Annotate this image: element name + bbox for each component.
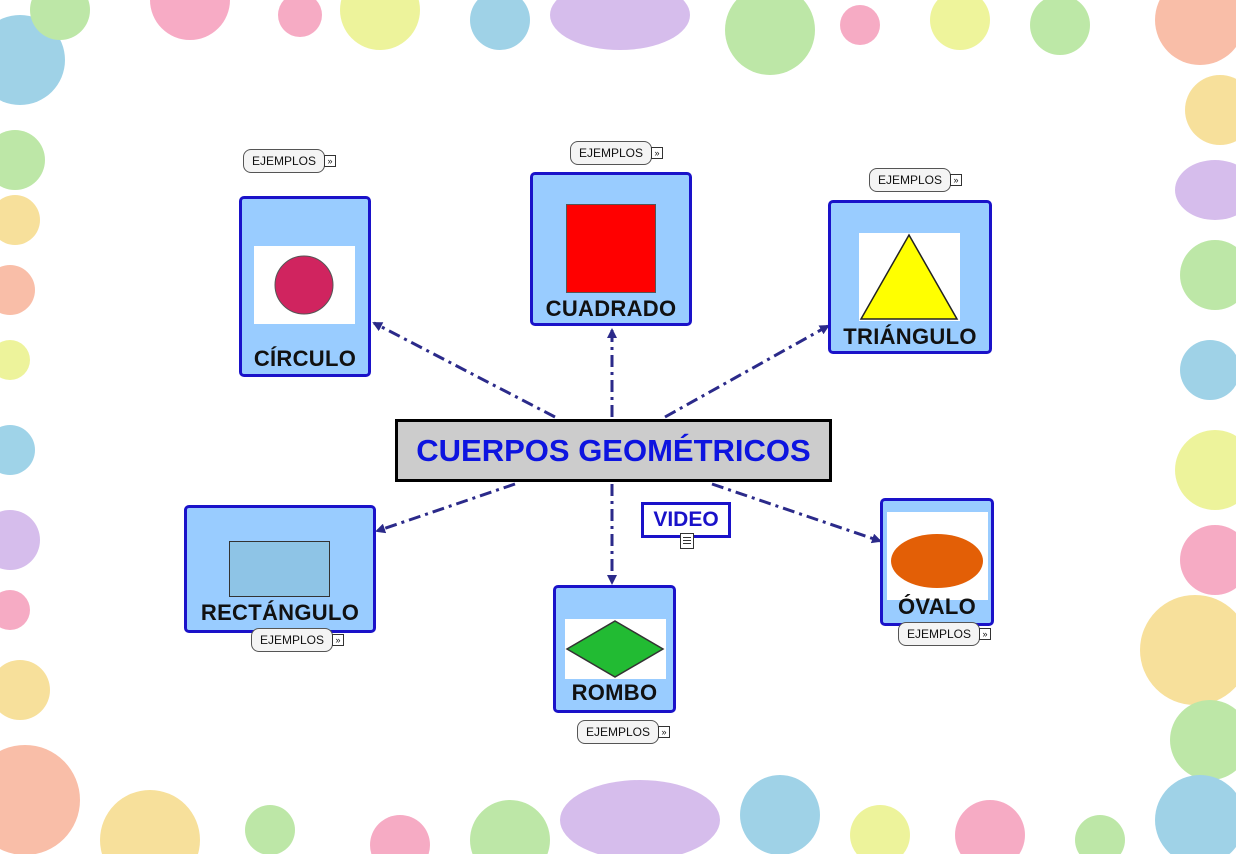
examples-label: EJEMPLOS [260,633,324,647]
rectangle-shape-image [229,541,330,597]
node-label-ovalo: ÓVALO [883,594,991,620]
expand-arrows-icon: » [658,726,670,738]
connector-rectangulo [377,484,515,531]
circle-shape-image [254,246,355,324]
node-label-rombo: ROMBO [556,680,673,706]
node-rombo[interactable]: ROMBO [553,585,676,713]
examples-link-triangulo[interactable]: EJEMPLOS » [869,168,951,192]
examples-label: EJEMPLOS [586,725,650,739]
examples-link-circulo[interactable]: EJEMPLOS » [243,149,325,173]
node-label-circulo: CÍRCULO [242,346,368,372]
expand-arrows-icon: » [324,155,336,167]
node-label-cuadrado: CUADRADO [533,296,689,322]
examples-label: EJEMPLOS [907,627,971,641]
square-shape-image [566,204,656,293]
examples-label: EJEMPLOS [579,146,643,160]
document-icon[interactable] [680,533,694,549]
expand-arrows-icon: » [950,174,962,186]
expand-arrows-icon: » [979,628,991,640]
node-circulo[interactable]: CÍRCULO [239,196,371,377]
connector-circulo [374,323,555,417]
node-cuadrado[interactable]: CUADRADO [530,172,692,326]
triangle-shape-image [859,233,960,321]
rhombus-shape-image [565,619,666,679]
node-ovalo[interactable]: ÓVALO [880,498,994,626]
central-topic[interactable]: CUERPOS GEOMÉTRICOS [395,419,832,482]
examples-link-rombo[interactable]: EJEMPLOS » [577,720,659,744]
connector-ovalo [712,484,880,541]
node-label-triangulo: TRIÁNGULO [831,324,989,350]
examples-link-ovalo[interactable]: EJEMPLOS » [898,622,980,646]
examples-label: EJEMPLOS [878,173,942,187]
examples-link-rectangulo[interactable]: EJEMPLOS » [251,628,333,652]
examples-link-cuadrado[interactable]: EJEMPLOS » [570,141,652,165]
expand-arrows-icon: » [332,634,344,646]
video-label: VIDEO [653,508,718,531]
node-label-rectangulo: RECTÁNGULO [187,600,373,626]
video-link[interactable]: VIDEO [641,502,731,538]
central-topic-title: CUERPOS GEOMÉTRICOS [416,433,810,469]
node-triangulo[interactable]: TRIÁNGULO [828,200,992,354]
connector-triangulo [665,326,828,417]
expand-arrows-icon: » [651,147,663,159]
node-rectangulo[interactable]: RECTÁNGULO [184,505,376,633]
examples-label: EJEMPLOS [252,154,316,168]
oval-shape-image [887,512,988,600]
